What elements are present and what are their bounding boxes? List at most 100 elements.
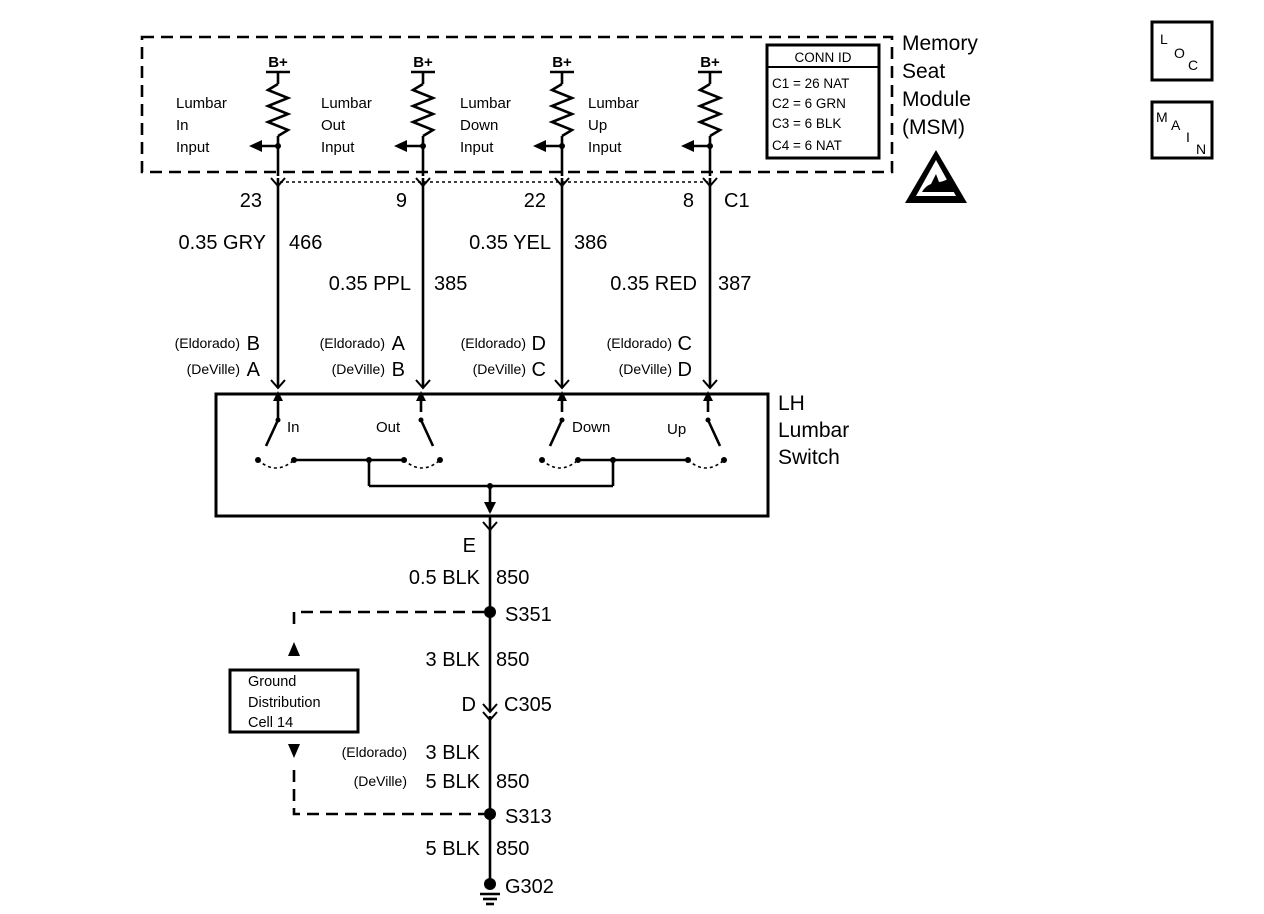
msm-input-circuit-2 (394, 70, 437, 176)
switch-contacts (255, 391, 727, 514)
loc-icon-letter: O (1174, 45, 1185, 61)
ground-g302-icon (480, 878, 500, 906)
wire-gauge-color: 0.5 BLK (409, 567, 481, 589)
ground-g302-label: G302 (505, 876, 554, 898)
switch-pin-letter: C (678, 333, 692, 355)
supply-b-plus-label: B+ (268, 54, 288, 71)
msm-name-line: Module (902, 88, 971, 111)
lumbar-input-label: Input (176, 139, 210, 156)
msm-module-boundary (140, 35, 894, 174)
main-icon[interactable] (1150, 100, 1214, 160)
conn-id-row: C2 = 6 GRN (772, 96, 846, 111)
wire-gauge-color: 0.35 YEL (469, 232, 551, 254)
wire-gauge-color: 0.35 GRY (179, 232, 266, 254)
msm-name-line: (MSM) (902, 116, 965, 139)
pin-number: 8 (683, 190, 694, 212)
switch-pin-letter: B (392, 359, 405, 381)
wire-circuit-number: 385 (434, 273, 467, 295)
wire-circuit-number: 850 (496, 838, 529, 860)
model-variant-label: (Eldorado) (461, 335, 526, 351)
pin-number: 23 (240, 190, 262, 212)
switch-pin-letter: C (532, 359, 546, 381)
ground-distribution-cell-label: Ground (248, 674, 296, 690)
msm-input-circuit-3 (533, 70, 576, 176)
wire-circuit-number: 466 (289, 232, 322, 254)
wire-gauge-color: 0.35 PPL (329, 273, 411, 295)
lumbar-input-label: Up (588, 117, 607, 134)
main-icon-letter: M (1156, 109, 1168, 125)
msm-input-circuit-4 (681, 70, 724, 176)
switch-pin-letter: A (247, 359, 261, 381)
model-variant-label: (DeVille) (187, 361, 240, 377)
model-variant-label: (DeVille) (473, 361, 526, 377)
loc-icon-letter: L (1160, 31, 1168, 47)
lumbar-input-label: Input (460, 139, 494, 156)
ground-distribution-cell-label: Distribution (248, 695, 321, 711)
loc-icon[interactable] (1150, 20, 1214, 82)
supply-b-plus-label: B+ (413, 54, 433, 71)
lumbar-input-label: Down (460, 117, 498, 134)
esd-warning-icon (905, 150, 967, 203)
model-variant-label: (DeVille) (332, 361, 385, 377)
supply-b-plus-label: B+ (552, 54, 572, 71)
lumbar-input-label: In (176, 117, 189, 134)
switch-position-label: Out (376, 419, 401, 436)
lumbar-input-label: Out (321, 117, 346, 134)
conn-id-row: C3 = 6 BLK (772, 116, 841, 131)
main-icon-letter: A (1171, 117, 1181, 133)
wire-gauge-color: 3 BLK (426, 742, 481, 764)
wire-circuit-number: 850 (496, 567, 529, 589)
msm-name-line: Seat (902, 60, 945, 83)
c305-pin-label: D (462, 694, 476, 716)
wire-circuit-number: 850 (496, 771, 529, 793)
model-variant-label: (DeVille) (619, 361, 672, 377)
ground-distribution-cell-box (228, 668, 360, 734)
lh-lumbar-switch-box (214, 392, 770, 518)
conn-id-row: C1 = 26 NAT (772, 76, 849, 91)
conn-id-title: CONN ID (795, 50, 852, 65)
lh-lumbar-switch-name: Lumbar (778, 419, 849, 442)
wire-gauge-color: 5 BLK (426, 771, 481, 793)
switch-pin-letter: D (532, 333, 546, 355)
main-icon-letter: I (1186, 129, 1190, 145)
switch-position-label: Down (572, 419, 610, 436)
connector-c305-label: C305 (504, 694, 552, 716)
ground-distribution-link (288, 610, 484, 816)
switch-pin-e-label: E (463, 535, 476, 557)
lumbar-input-label: Lumbar (176, 95, 227, 112)
lumbar-input-label: Lumbar (588, 95, 639, 112)
conn-id-row: C4 = 6 NAT (772, 138, 842, 153)
pin-number: 9 (396, 190, 407, 212)
wire-circuit-number: 850 (496, 649, 529, 671)
model-variant-label: (Eldorado) (342, 744, 407, 760)
lh-lumbar-switch-name: Switch (778, 446, 840, 469)
switch-position-label: In (287, 419, 300, 436)
splice-s351-label: S351 (505, 604, 552, 626)
wire-circuit-number: 386 (574, 232, 607, 254)
pin-number: 22 (524, 190, 546, 212)
connector-c1-label: C1 (724, 190, 750, 212)
switch-pin-letter: B (247, 333, 260, 355)
splice-s313-label: S313 (505, 806, 552, 828)
loc-icon-letter: C (1188, 57, 1198, 73)
connector-c1-pins (270, 177, 718, 188)
model-variant-label: (Eldorado) (320, 335, 385, 351)
switch-pin-letter: A (392, 333, 406, 355)
wire-gauge-color: 0.35 RED (610, 273, 697, 295)
model-variant-label: (DeVille) (354, 773, 407, 789)
model-variant-label: (Eldorado) (175, 335, 240, 351)
diagram-labels: MemorySeatModule(MSM)B+LumbarInInputB+Lu… (175, 31, 1207, 898)
ground-distribution-cell-label: Cell 14 (248, 715, 293, 731)
msm-input-circuit-1 (249, 70, 292, 176)
supply-b-plus-label: B+ (700, 54, 720, 71)
switch-pin-letter: D (678, 359, 692, 381)
lumbar-input-label: Input (321, 139, 355, 156)
msm-name-line: Memory (902, 32, 978, 55)
wire-circuit-number: 387 (718, 273, 751, 295)
main-icon-letter: N (1196, 141, 1206, 157)
lumbar-input-label: Lumbar (321, 95, 372, 112)
switch-connector-pins (270, 379, 718, 390)
lumbar-input-label: Input (588, 139, 622, 156)
wire-gauge-color: 5 BLK (426, 838, 481, 860)
